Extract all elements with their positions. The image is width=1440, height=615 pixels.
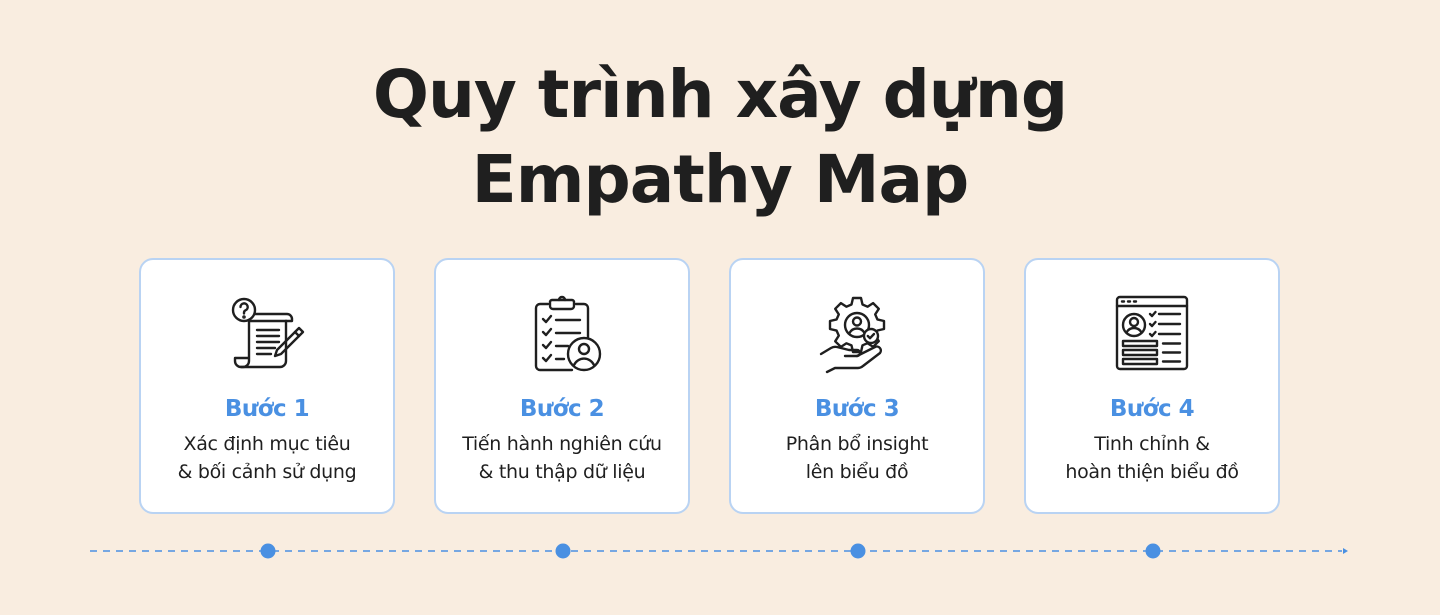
step-description-line-1: Tiến hành nghiên cứu [462,433,662,455]
title-line-1: Quy trình xây dựng [372,56,1068,133]
step-description-line-2: hoàn thiện biểu đồ [1065,461,1239,483]
step-description: Phân bổ insight lên biểu đồ [731,430,983,486]
step-label: Bước 1 [224,396,310,422]
step-card-4: Bước 4 Tinh chỉnh & hoàn thiện biểu đồ [1024,258,1280,514]
step-description: Xác định mục tiêu & bối cảnh sử dụng [141,430,393,486]
profile-window-icon [1112,294,1192,374]
step-label: Bước 4 [1109,396,1195,422]
step-label: Bước 3 [814,396,900,422]
timeline-dot-1 [260,543,276,559]
step-description: Tiến hành nghiên cứu & thu thập dữ liệu [436,430,688,486]
step-card-1: Bước 1 Xác định mục tiêu & bối cảnh sử d… [139,258,395,514]
step-description: Tinh chỉnh & hoàn thiện biểu đồ [1026,430,1278,486]
timeline-dot-2 [555,543,571,559]
step-description-line-1: Phân bổ insight [785,433,929,455]
step-description-line-2: & bối cảnh sử dụng [177,461,357,483]
step-card-3: Bước 3 Phân bổ insight lên biểu đồ [729,258,985,514]
step-description-line-1: Tinh chỉnh & [1094,433,1210,455]
step-description-line-1: Xác định mục tiêu [183,433,351,455]
page-title: Quy trình xây dựng Empathy Map [0,52,1440,222]
timeline-dot-4 [1145,543,1161,559]
timeline-arrow-icon [1343,548,1348,554]
step-card-2: Bước 2 Tiến hành nghiên cứu & thu thập d… [434,258,690,514]
step-label: Bước 2 [519,396,605,422]
timeline-dot-3 [850,543,866,559]
title-line-2: Empathy Map [471,141,970,218]
gear-hand-icon [817,294,897,374]
clipboard-user-icon [522,294,602,374]
step-description-line-2: & thu thập dữ liệu [478,461,646,483]
step-description-line-2: lên biểu đồ [805,461,909,483]
question-scroll-icon [227,294,307,374]
